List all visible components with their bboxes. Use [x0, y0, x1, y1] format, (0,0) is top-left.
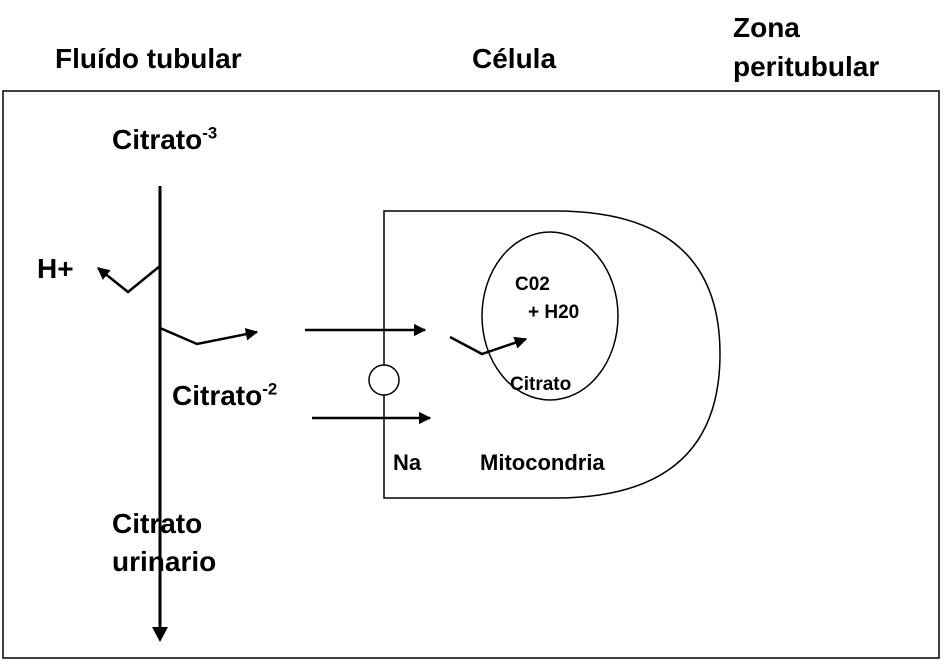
mitochondria-bent-arrow [449, 335, 528, 356]
citrate-3-charge: -3 [202, 123, 218, 143]
proton-bent-arrow [97, 265, 161, 294]
header-cell: Célula [472, 43, 557, 74]
citrate-2-base: Citrato [172, 380, 263, 411]
header-peritubular-line1: Zona [733, 12, 800, 43]
citrate-2-label: Citrato-2 [172, 379, 278, 411]
citrate-2-charge: -2 [262, 379, 278, 399]
header-peritubular-line2: peritubular [733, 51, 880, 82]
co2-label: C02 [515, 274, 550, 295]
h2o-label: + H20 [528, 302, 580, 323]
mitochondria-ellipse [481, 231, 619, 401]
proton-label: H+ [37, 253, 74, 284]
citrate-bent-arrow [159, 326, 259, 346]
sodium-label: Na [393, 450, 422, 475]
urinary-citrate-line1: Citrato [112, 508, 203, 539]
header-tubular-fluid: Fluído tubular [55, 43, 242, 74]
urinary-flow-arrowhead [152, 627, 168, 642]
cotransporter-circle [368, 364, 400, 396]
urinary-citrate-line2: urinario [112, 546, 217, 577]
cell-outline [383, 210, 721, 499]
mitochondria-label: Mitocondria [480, 450, 605, 475]
citrate-3-label: Citrato-3 [112, 123, 218, 155]
diagram-frame [2, 90, 940, 659]
inner-citrate-label: Citrato [510, 374, 572, 395]
citrate-3-base: Citrato [112, 124, 203, 155]
